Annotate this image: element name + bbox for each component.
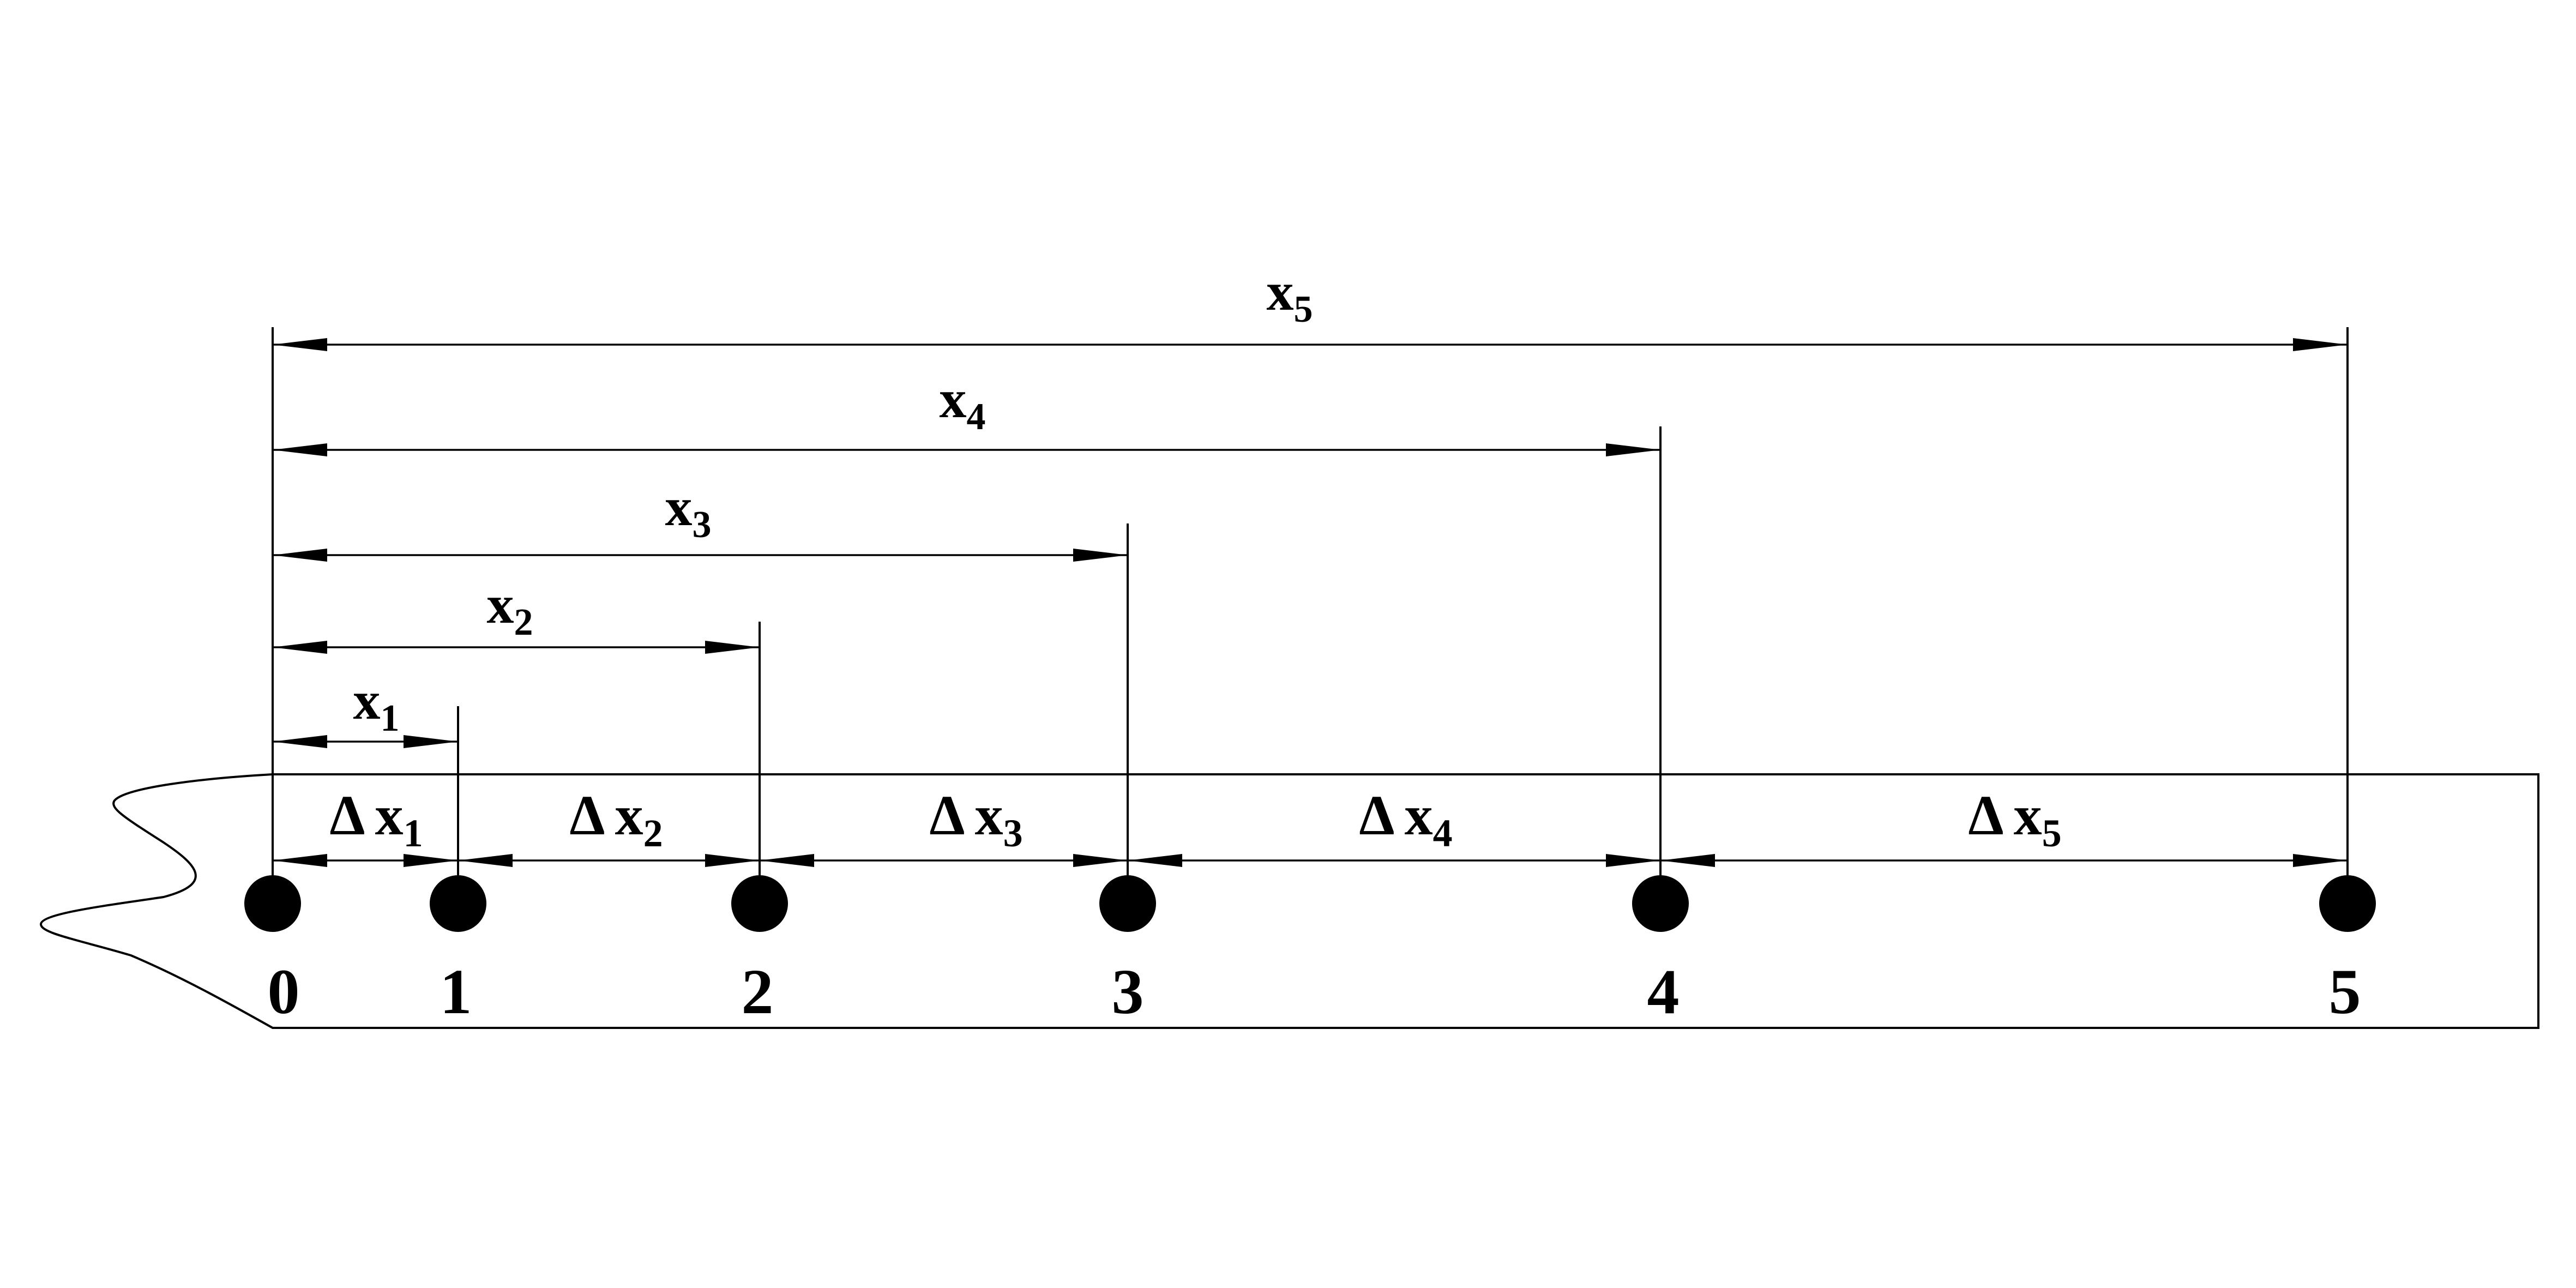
point-label-1: 1	[440, 956, 472, 1027]
point-label-3: 3	[1112, 956, 1144, 1027]
measurement-points	[244, 875, 2376, 932]
extension-lines	[272, 327, 2349, 900]
label-x5: x5	[1267, 261, 1313, 330]
point-label-0: 0	[268, 956, 300, 1027]
point-4	[1632, 875, 1689, 932]
point-0	[244, 875, 301, 932]
label-x2: x2	[487, 574, 533, 643]
cumulative-labels: x1 x2 x3 x4 x5	[353, 261, 1313, 739]
label-x4: x4	[940, 369, 986, 438]
cumulative-dimension-lines	[273, 338, 2348, 748]
point-1	[430, 875, 486, 932]
point-5	[2319, 875, 2376, 932]
point-label-4: 4	[1647, 956, 1680, 1027]
point-2	[731, 875, 788, 932]
tape-outline	[39, 773, 2539, 1029]
label-x1: x1	[353, 670, 400, 739]
point-3	[1099, 875, 1156, 932]
point-label-5: 5	[2329, 956, 2361, 1027]
label-x3: x3	[665, 477, 712, 546]
point-labels: 0 1 2 3 4 5	[268, 956, 2361, 1027]
point-label-2: 2	[742, 956, 774, 1027]
